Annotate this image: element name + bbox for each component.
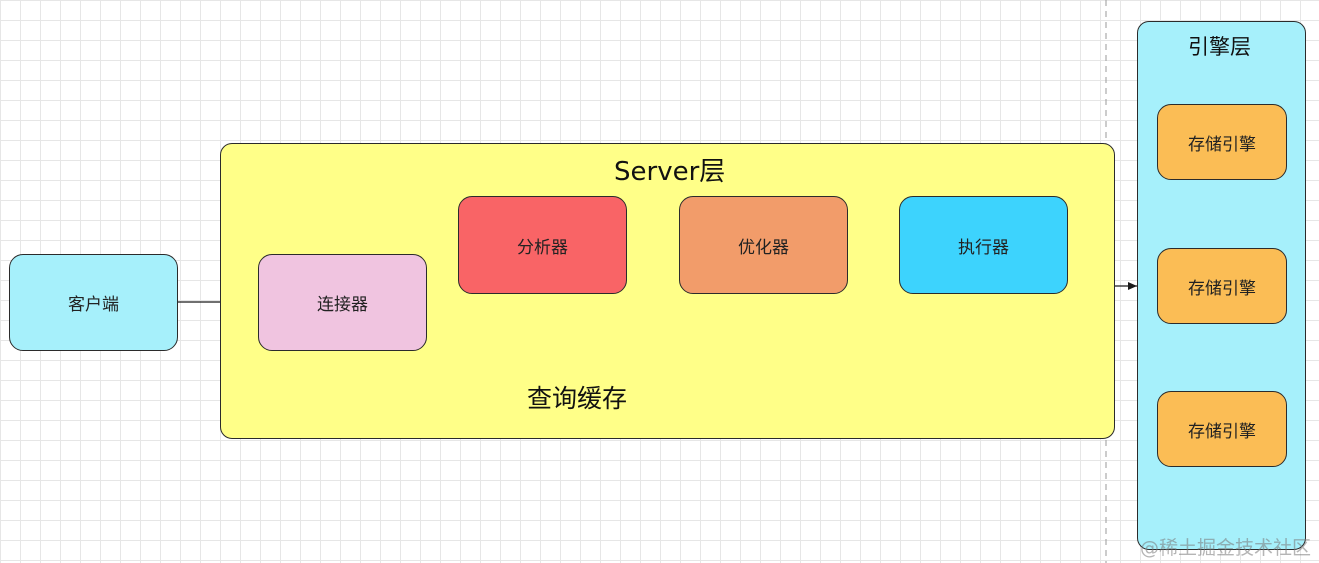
client-label: 客户端 bbox=[68, 295, 119, 315]
watermark-text: @稀土掘金技术社区 bbox=[1139, 537, 1311, 559]
executor-label: 执行器 bbox=[958, 237, 1009, 258]
engine-layer-title: 引擎层 bbox=[1188, 35, 1251, 59]
analyzer-label: 分析器 bbox=[517, 237, 568, 258]
storage-engine-node: 存储引擎 bbox=[1157, 391, 1287, 467]
storage-engine-label: 存储引擎 bbox=[1188, 278, 1256, 299]
client-node: 客户端 bbox=[9, 254, 178, 351]
executor-node: 执行器 bbox=[899, 196, 1068, 294]
analyzer-node: 分析器 bbox=[458, 196, 627, 294]
query-cache-label: 查询缓存 bbox=[527, 384, 628, 413]
optimizer-node: 优化器 bbox=[679, 196, 848, 294]
storage-engine-node: 存储引擎 bbox=[1157, 248, 1287, 324]
storage-engine-node: 存储引擎 bbox=[1157, 104, 1287, 180]
connector-node: 连接器 bbox=[258, 254, 427, 351]
server-layer-title: Server层 bbox=[614, 157, 726, 187]
optimizer-label: 优化器 bbox=[738, 237, 789, 258]
storage-engine-label: 存储引擎 bbox=[1188, 421, 1256, 442]
connector-label: 连接器 bbox=[317, 295, 368, 315]
storage-engine-label: 存储引擎 bbox=[1188, 134, 1256, 155]
